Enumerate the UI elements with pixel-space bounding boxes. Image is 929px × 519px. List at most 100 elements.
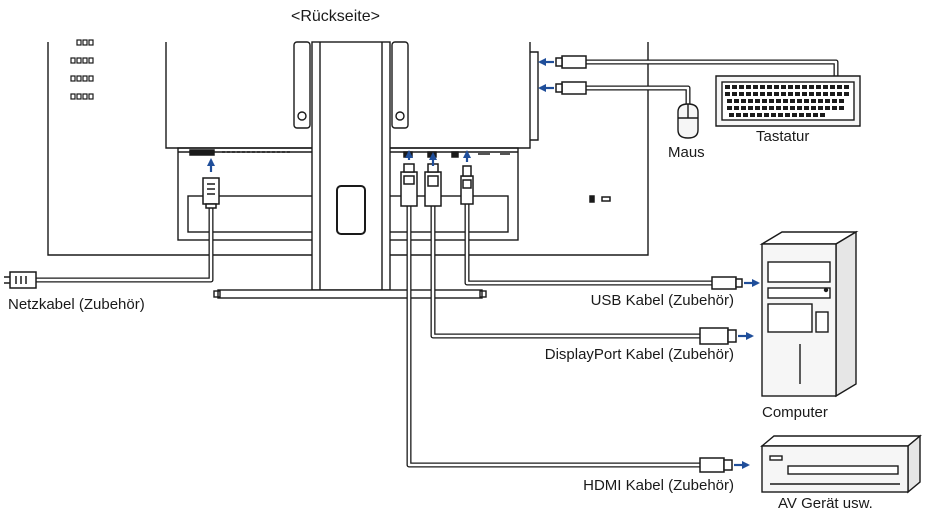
keyboard-key (797, 106, 802, 110)
keyboard-key (792, 113, 797, 117)
keyboard-key (774, 92, 779, 96)
keyboard-key (741, 106, 746, 110)
displayport-plug-icon (699, 327, 737, 345)
keyboard-key (837, 92, 842, 96)
mouse-icon (677, 103, 699, 139)
keyboard-key (760, 92, 765, 96)
hdmi-plug-icon (400, 163, 418, 207)
keyboard-key (811, 106, 816, 110)
keyboard-key (830, 85, 835, 89)
keyboard-key (788, 92, 793, 96)
keyboard-key (844, 92, 849, 96)
usb-plug-icon (460, 165, 474, 205)
hdmi-cable-label: HDMI Kabel (Zubehör) (583, 477, 734, 494)
keyboard-key (732, 85, 737, 89)
keyboard-key (748, 106, 753, 110)
keyboard-key (753, 85, 758, 89)
keyboard-key (760, 85, 765, 89)
monitor-rear (47, 41, 649, 299)
keyboard-key (837, 85, 842, 89)
keyboard-key (816, 92, 821, 96)
keyboard-key (783, 106, 788, 110)
keyboard-key (816, 85, 821, 89)
keyboard-key (757, 113, 762, 117)
keyboard-key (771, 113, 776, 117)
keyboard-key (802, 92, 807, 96)
keyboard-key (764, 113, 769, 117)
keyboard-key (790, 106, 795, 110)
hdmi-plug-icon (699, 457, 733, 473)
keyboard-key (750, 113, 755, 117)
keyboard-key (776, 99, 781, 103)
keyboard-key (783, 99, 788, 103)
keyboard-key (753, 92, 758, 96)
keyboard-key (790, 99, 795, 103)
keyboard-key (774, 85, 779, 89)
keyboard-key (804, 106, 809, 110)
keyboard-key (725, 92, 730, 96)
keyboard-key (823, 85, 828, 89)
keyboard-key (811, 99, 816, 103)
keyboard-label: Tastatur (756, 128, 810, 145)
keyboard-key (739, 92, 744, 96)
keyboard-key (797, 99, 802, 103)
keyboard-key (736, 113, 741, 117)
keyboard-key (823, 92, 828, 96)
keyboard-key (748, 99, 753, 103)
keyboard-key (804, 99, 809, 103)
keyboard-key (767, 92, 772, 96)
keyboard-key (734, 99, 739, 103)
cables-inner (36, 60, 838, 467)
keyboard-icon (715, 75, 861, 127)
keyboard-key (795, 85, 800, 89)
keyboard-key (769, 99, 774, 103)
keyboard-key (743, 113, 748, 117)
keyboard-key (778, 113, 783, 117)
keyboard-key (781, 85, 786, 89)
connection-arrows (207, 58, 760, 469)
av-device-label: AV Gerät usw. (778, 495, 873, 512)
keyboard-key (755, 99, 760, 103)
power-plug-icon (4, 271, 37, 289)
keyboard-key (762, 99, 767, 103)
keyboard-key (767, 85, 772, 89)
keyboard-key (832, 99, 837, 103)
control-buttons (70, 39, 94, 100)
keyboard-key (725, 85, 730, 89)
displayport-plug-icon (424, 163, 442, 207)
keyboard-key (776, 106, 781, 110)
power-plug-icon (202, 177, 220, 209)
av-device-icon (760, 434, 922, 494)
keyboard-key (795, 92, 800, 96)
keyboard-key (769, 106, 774, 110)
keyboard-key (732, 92, 737, 96)
keyboard-key (809, 85, 814, 89)
keyboard-key (802, 85, 807, 89)
keyboard-key (746, 85, 751, 89)
keyboard-key (746, 92, 751, 96)
keyboard-key (820, 113, 825, 117)
power-cable-label: Netzkabel (Zubehör) (8, 296, 145, 313)
keyboard-key (839, 99, 844, 103)
keyboard-key (739, 85, 744, 89)
keyboard-key (727, 99, 732, 103)
usb-cable-label: USB Kabel (Zubehör) (590, 292, 734, 309)
keyboard-key (741, 99, 746, 103)
keyboard-key (844, 85, 849, 89)
displayport-cable-label: DisplayPort Kabel (Zubehör) (544, 346, 734, 363)
keyboard-key (813, 113, 818, 117)
port-row (189, 149, 611, 203)
keyboard-key (825, 99, 830, 103)
keyboard-key (830, 92, 835, 96)
usb-plug-icon (711, 276, 743, 290)
keyboard-key (727, 106, 732, 110)
keyboard-key (825, 106, 830, 110)
keyboard-key (818, 99, 823, 103)
keyboard-key (785, 113, 790, 117)
keyboard-key (818, 106, 823, 110)
keyboard-key (832, 106, 837, 110)
keyboard-key (799, 113, 804, 117)
keyboard-key (762, 106, 767, 110)
